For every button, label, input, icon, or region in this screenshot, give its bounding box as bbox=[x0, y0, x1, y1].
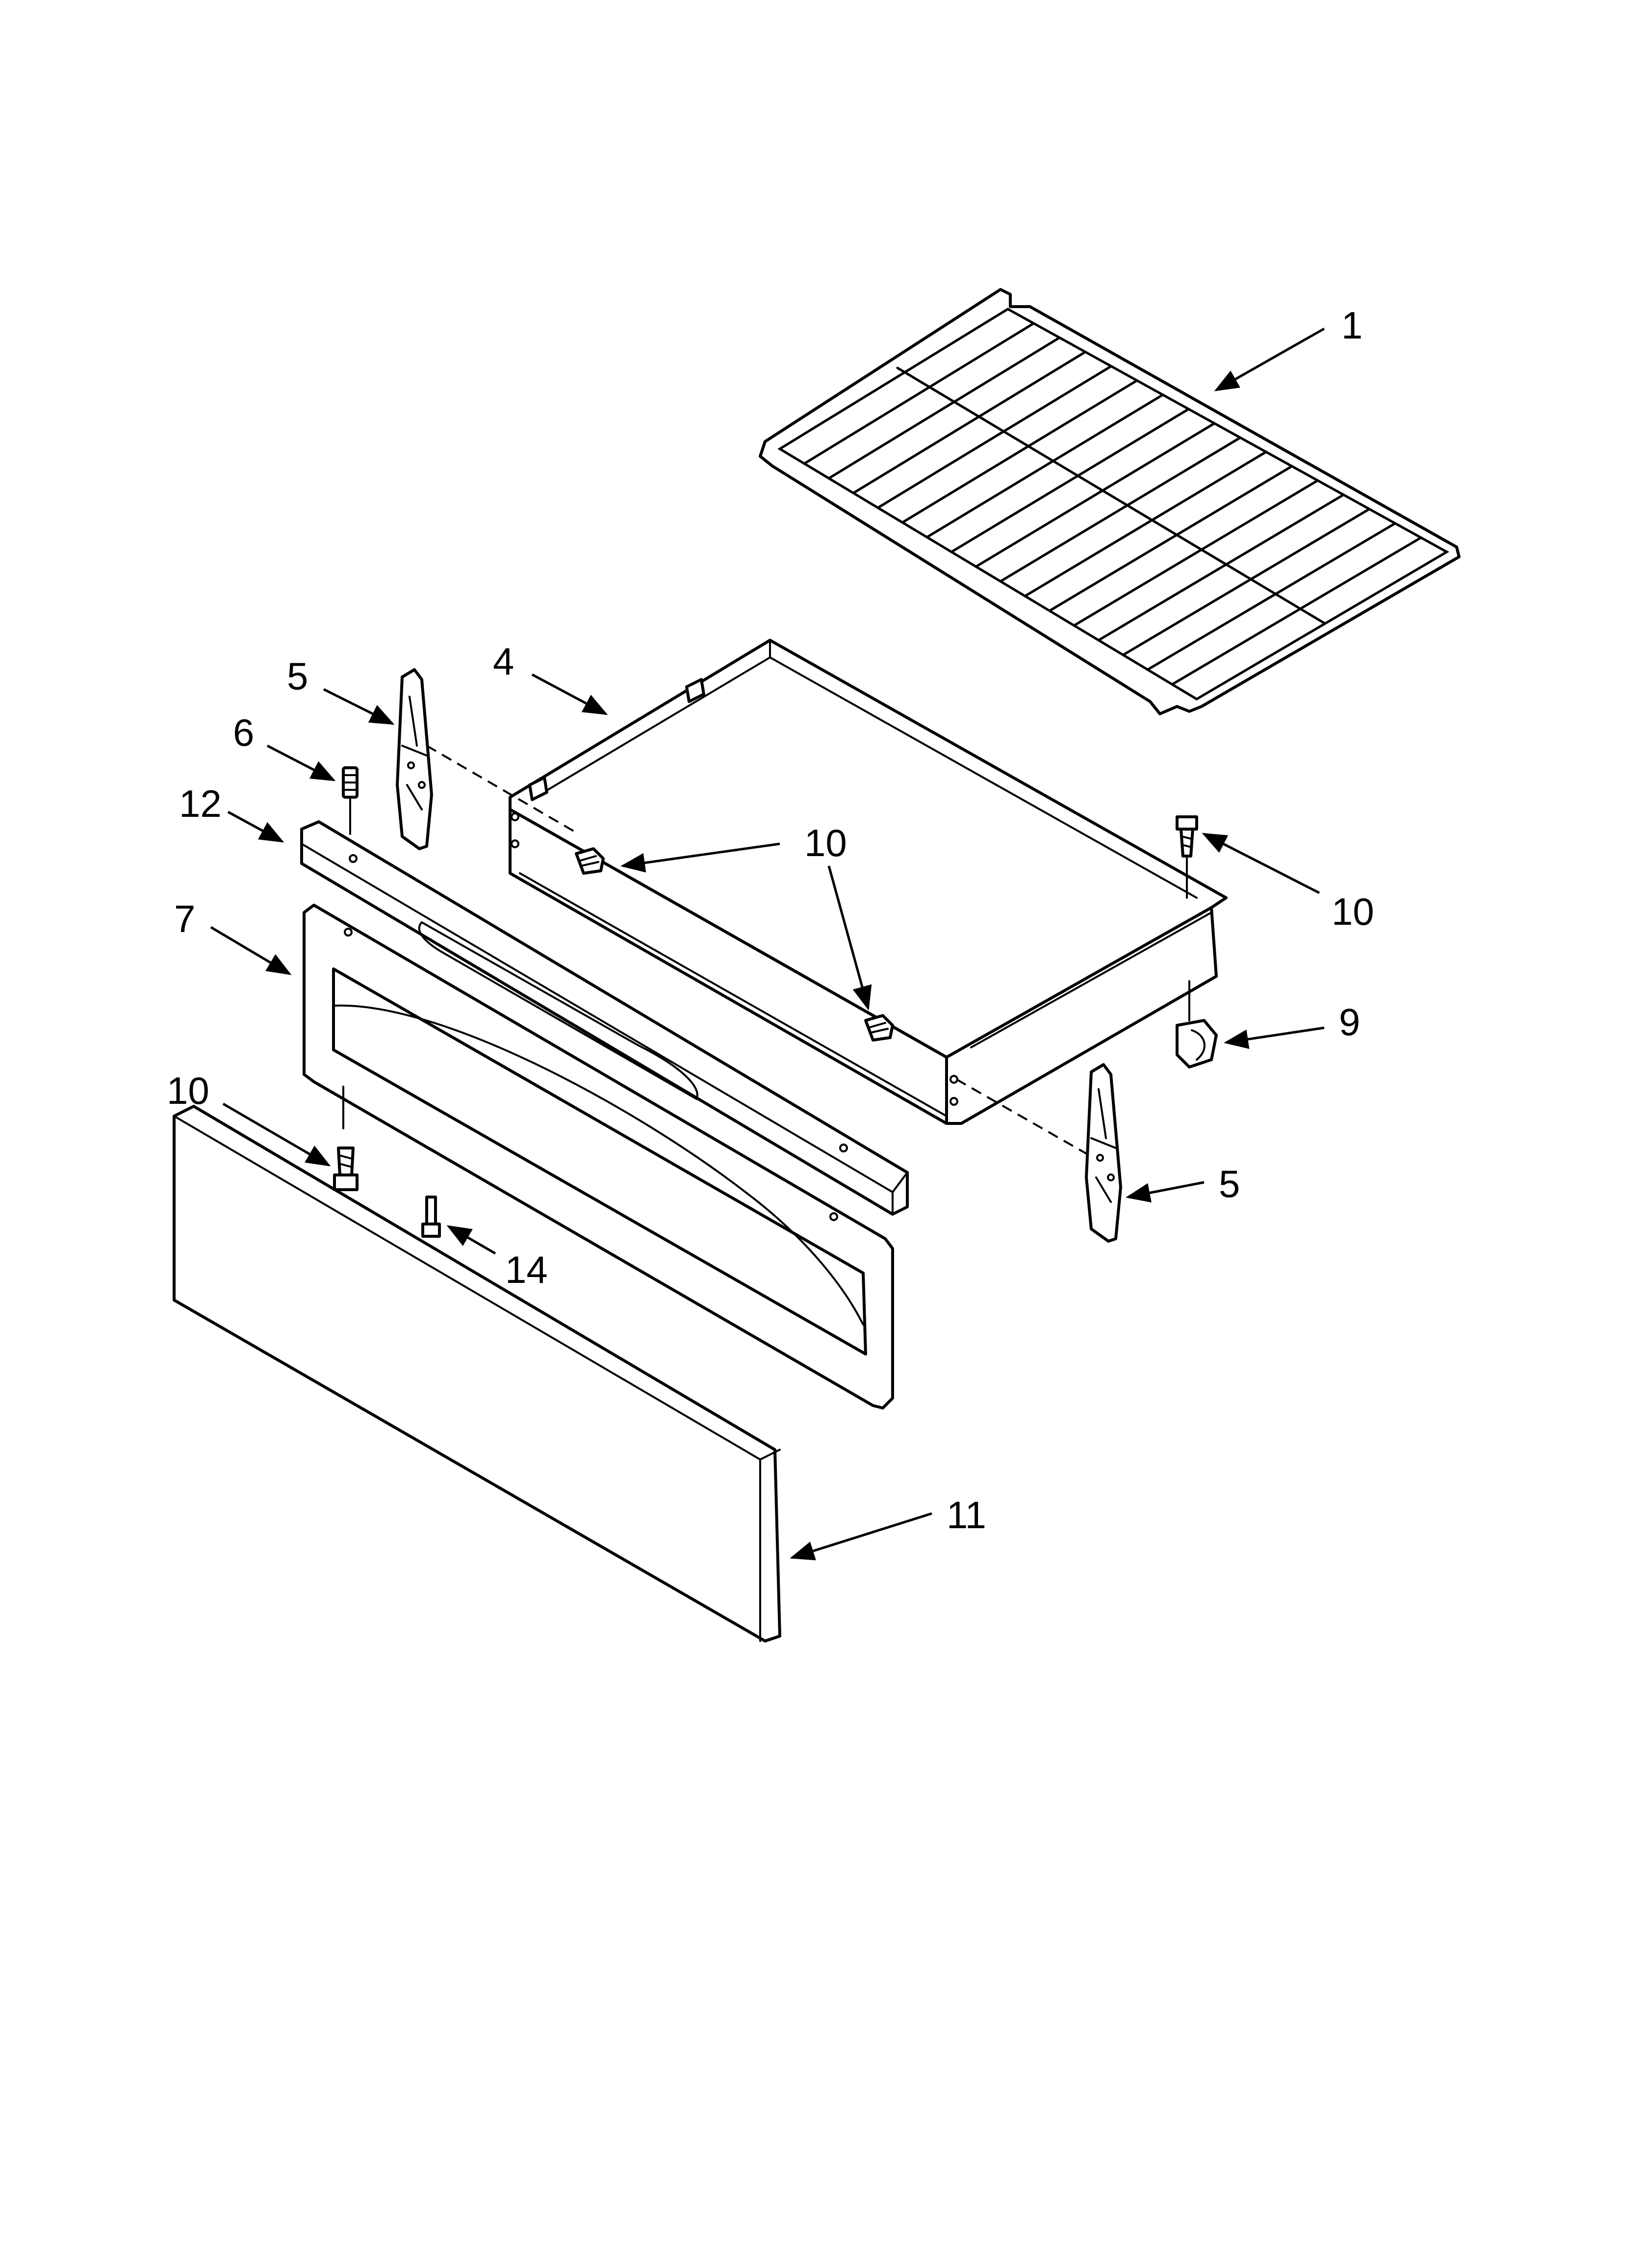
rack-wire bbox=[950, 408, 1190, 553]
rack-wire bbox=[975, 422, 1216, 568]
drawer-handle-part bbox=[300, 820, 909, 1216]
slide-bracket-right-part bbox=[1085, 1063, 1122, 1243]
rack-wire bbox=[876, 365, 1113, 509]
rack-wire bbox=[1073, 479, 1319, 627]
rack-wire bbox=[925, 393, 1164, 539]
callout-leaders bbox=[210, 327, 1325, 1561]
callout-10-left: 10 bbox=[167, 1069, 209, 1112]
callout-9: 9 bbox=[1339, 1000, 1360, 1043]
callout-labels: 1 4 5 5 6 7 9 10 10 10 11 12 14 bbox=[167, 304, 1374, 1537]
rack-wire bbox=[999, 436, 1242, 583]
clip-part bbox=[1176, 980, 1218, 1069]
leader-5-left bbox=[323, 688, 395, 725]
leader-12 bbox=[227, 810, 284, 843]
callout-5-left: 5 bbox=[287, 654, 308, 698]
leader-11 bbox=[790, 1512, 932, 1561]
leader-5-right bbox=[1126, 1181, 1205, 1203]
callout-12: 12 bbox=[179, 782, 222, 825]
rack-wire bbox=[1048, 465, 1293, 612]
slide-bracket-left-part bbox=[396, 668, 433, 850]
leader-10-left bbox=[222, 1102, 331, 1167]
callout-5-right: 5 bbox=[1219, 1162, 1240, 1205]
screw-lower-part bbox=[864, 1014, 894, 1042]
drawer-body-part bbox=[509, 639, 1228, 1125]
callout-1: 1 bbox=[1341, 304, 1362, 347]
rack-wire bbox=[1146, 522, 1397, 671]
leader-6 bbox=[266, 744, 336, 782]
small-screw-part bbox=[421, 1196, 441, 1238]
leader-10-right bbox=[1202, 833, 1320, 894]
screw-left-part bbox=[333, 1147, 359, 1191]
rack-wire bbox=[827, 336, 1061, 480]
leader-10-center-b bbox=[827, 865, 872, 1011]
callout-6: 6 bbox=[233, 711, 254, 754]
panel-cover-part bbox=[173, 1105, 781, 1642]
leader-9 bbox=[1224, 1026, 1325, 1049]
leader-14 bbox=[446, 1225, 496, 1255]
callout-10-right: 10 bbox=[1332, 890, 1374, 933]
rack-wire bbox=[803, 322, 1035, 465]
callout-7: 7 bbox=[174, 897, 195, 940]
rack-wire bbox=[1097, 494, 1345, 642]
rack-wire bbox=[901, 379, 1138, 524]
callout-4: 4 bbox=[493, 640, 514, 683]
callout-14: 14 bbox=[505, 1248, 548, 1291]
screw-right-part bbox=[1176, 815, 1198, 899]
rack-wire bbox=[1171, 536, 1422, 686]
callout-10-center: 10 bbox=[804, 821, 847, 864]
screw-center-part bbox=[575, 847, 605, 875]
rack-wire bbox=[852, 350, 1087, 495]
leader-4 bbox=[531, 673, 608, 715]
rack-wire bbox=[1024, 450, 1267, 598]
leader-7 bbox=[210, 926, 292, 975]
oven-rack-part bbox=[759, 288, 1461, 715]
drawer-front-panel-part bbox=[303, 904, 894, 1409]
leader-10-center-a bbox=[620, 842, 780, 873]
pin-part bbox=[342, 766, 359, 835]
callout-11: 11 bbox=[947, 1493, 986, 1537]
leader-1 bbox=[1214, 327, 1325, 391]
rack-wire bbox=[1122, 508, 1371, 656]
